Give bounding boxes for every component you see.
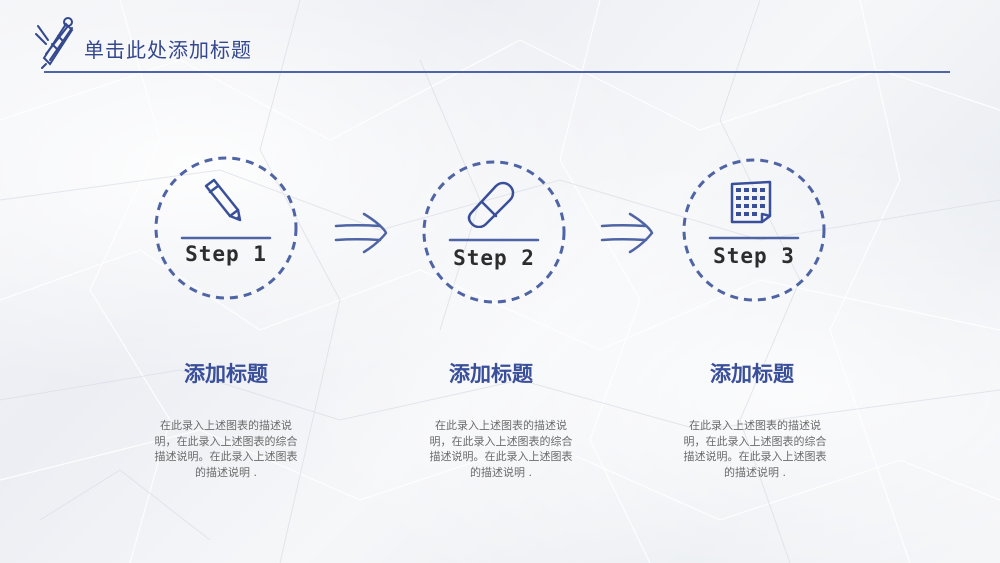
calendar-icon — [730, 180, 772, 224]
step-1-heading[interactable]: 添加标题 — [184, 362, 268, 386]
step-3-description[interactable]: 在此录入上述图表的描述说明，在此录入上述图表的综合描述说明。在此录入上述图表的描… — [683, 419, 827, 479]
step-2-description[interactable]: 在此录入上述图表的描述说明，在此录入上述图表的综合描述说明。在此录入上述图表的描… — [429, 419, 573, 479]
dashed-ring — [422, 160, 566, 304]
step-2-label: Step 2 — [453, 246, 535, 270]
step-3-label: Step 3 — [713, 244, 795, 268]
rocket-icon — [35, 17, 74, 69]
step-3-heading[interactable]: 添加标题 — [710, 362, 794, 386]
step-1-description[interactable]: 在此录入上述图表的描述说明，在此录入上述图表的综合描述说明。在此录入上述图表的描… — [154, 419, 298, 479]
step-2-heading[interactable]: 添加标题 — [449, 362, 533, 386]
page-title[interactable]: 单击此处添加标题 — [84, 38, 252, 62]
dashed-ring — [154, 156, 298, 300]
step-2-circle: Step 2 — [420, 158, 568, 306]
step-1-label: Step 1 — [185, 242, 267, 266]
dashed-ring — [682, 158, 826, 302]
eraser-icon — [467, 181, 515, 228]
pencil-icon — [204, 178, 242, 222]
step-1-circle: Step 1 — [152, 154, 300, 302]
arrow-right-icon — [600, 212, 654, 254]
step-3-circle: Step 3 — [680, 156, 828, 304]
title-underline — [44, 71, 950, 73]
arrow-right-icon — [334, 212, 388, 254]
